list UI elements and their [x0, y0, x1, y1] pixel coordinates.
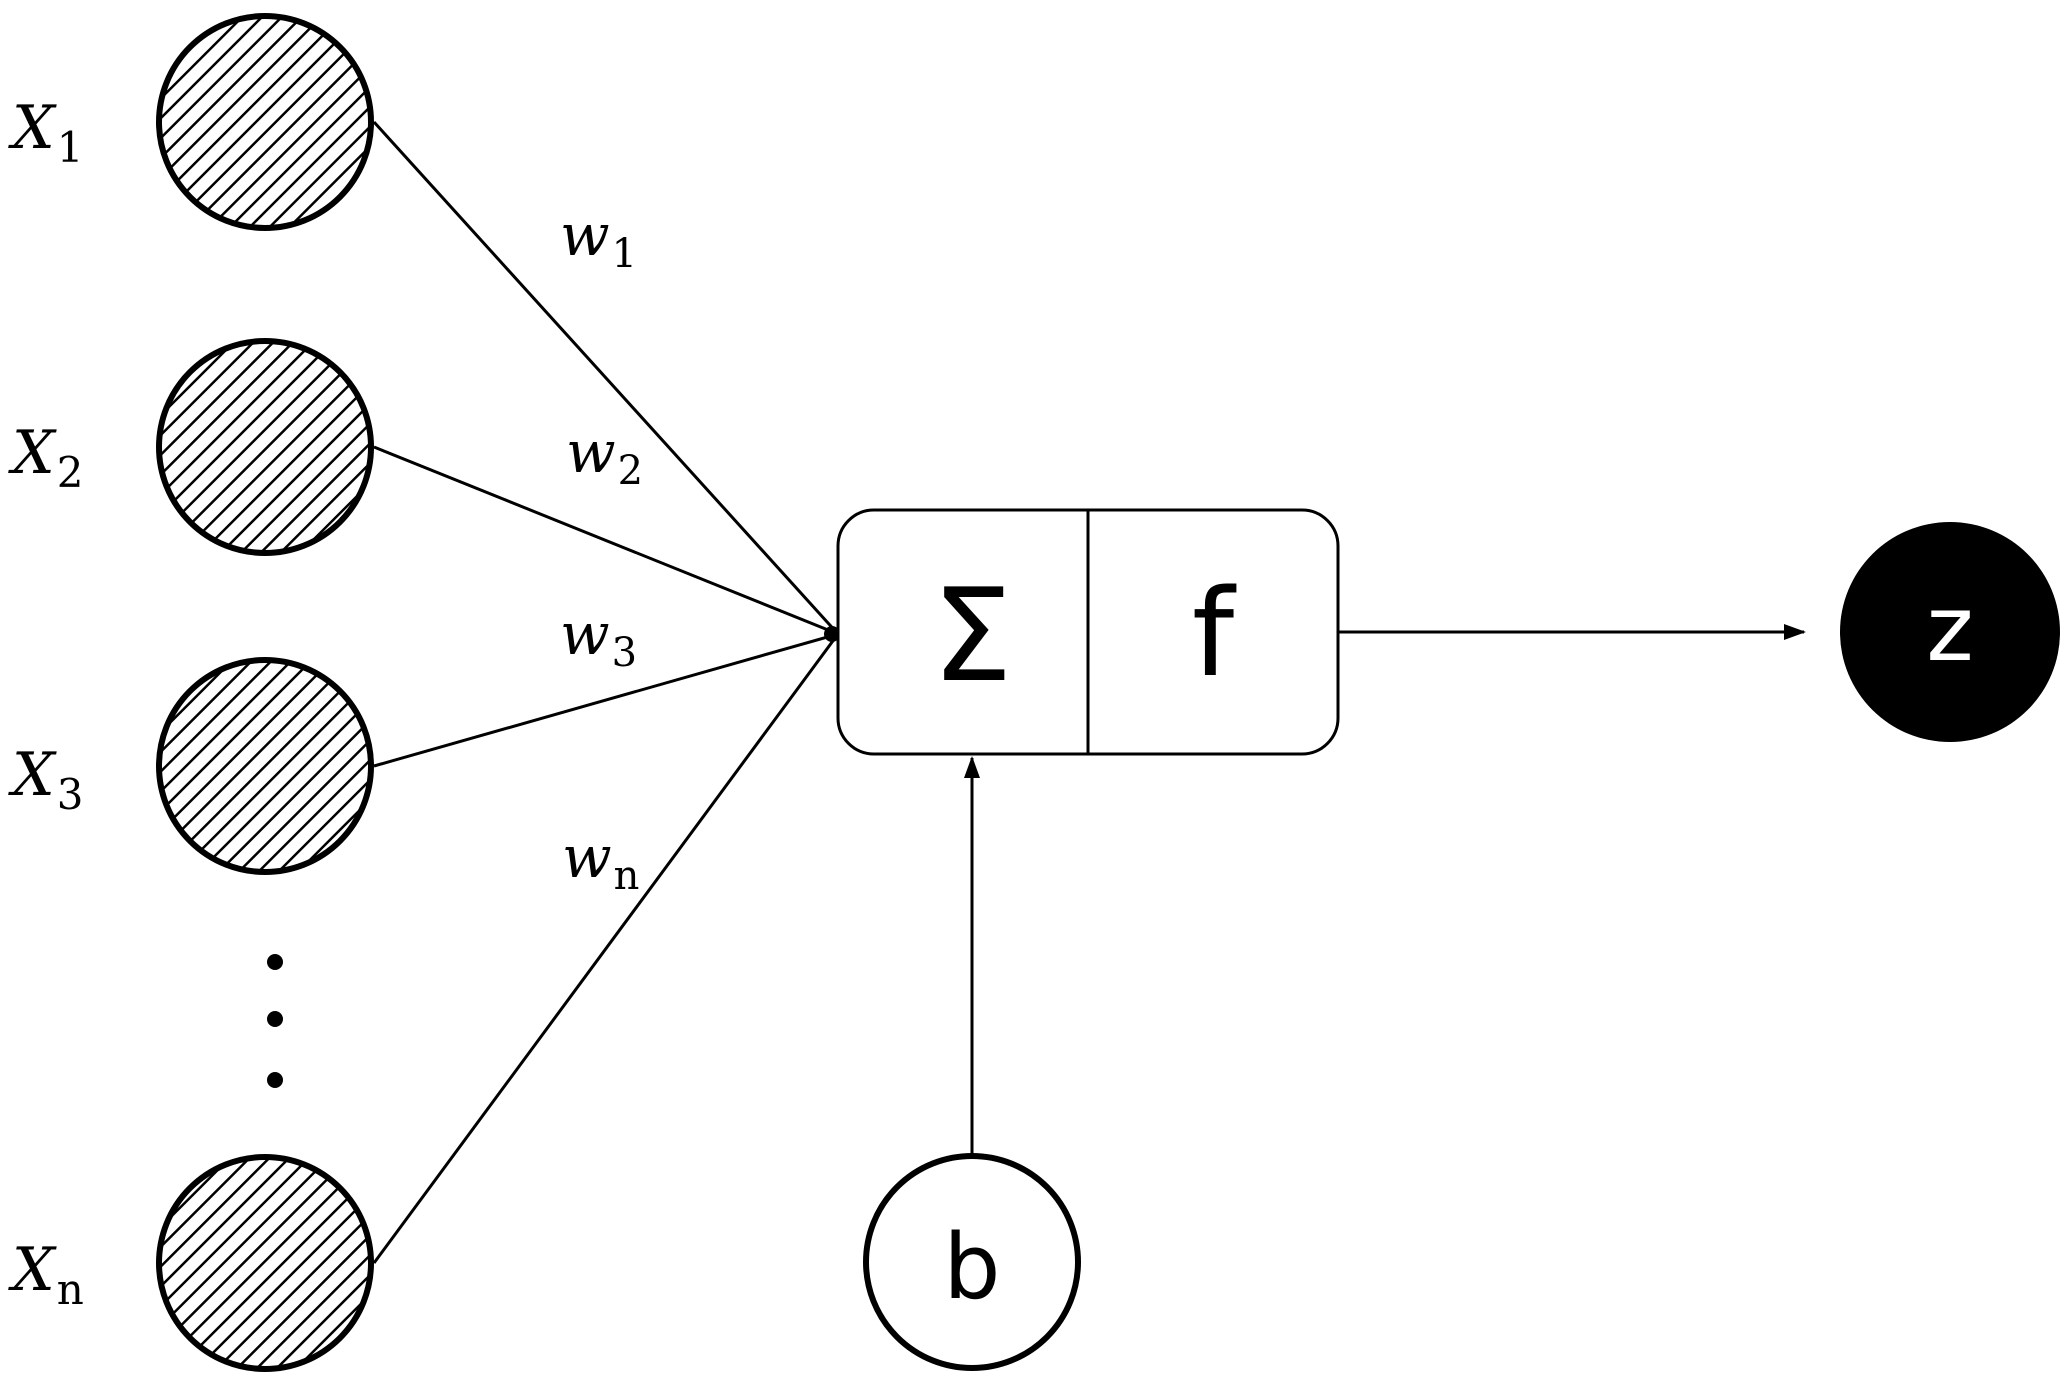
input-node-x1 [156, 13, 374, 231]
edge-xn-to-neuron [372, 633, 840, 1264]
output-node [1840, 522, 2060, 742]
input-node-xn [156, 1154, 374, 1372]
weight-label-w3: w3 [560, 600, 637, 676]
edge-x1-to-neuron [372, 120, 840, 636]
weight-label-w2: w2 [566, 418, 643, 494]
activation-function-symbol: f [1192, 565, 1237, 704]
input-label-x1: X1 [8, 93, 83, 172]
input-node-x3 [156, 657, 374, 875]
edge-x2-to-neuron [373, 445, 839, 636]
bias-label: b [943, 1215, 1000, 1320]
input-label-xn: Xn [8, 1235, 84, 1314]
vertical-ellipsis: ⋮ [267, 954, 283, 1088]
input-label-x2: X2 [8, 418, 83, 497]
input-label-x3: X3 [8, 740, 83, 819]
bias-node [863, 1153, 1081, 1371]
input-node-x2 [156, 338, 374, 556]
convergence-point [824, 626, 840, 642]
weight-label-wn: wn [562, 823, 639, 899]
output-label: z [1926, 577, 1973, 682]
edge-x3-to-neuron [373, 632, 839, 768]
weight-label-w1: w1 [560, 201, 637, 277]
summation-symbol: Σ [932, 562, 1013, 711]
